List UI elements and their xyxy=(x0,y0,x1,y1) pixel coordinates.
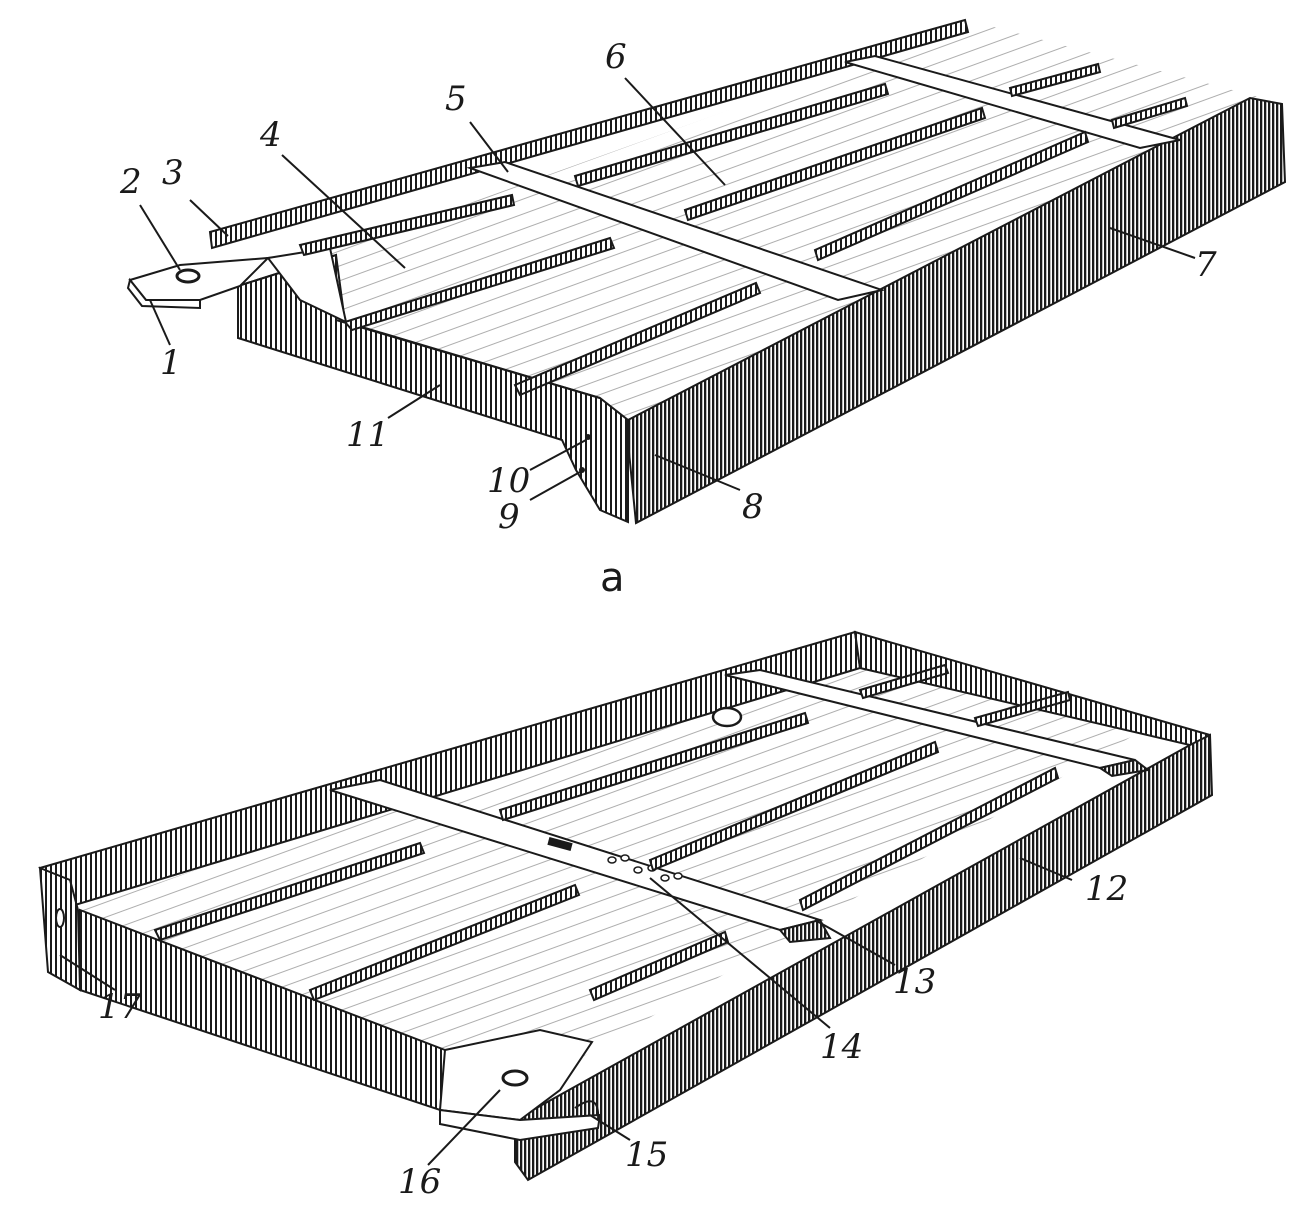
leader-8 xyxy=(654,454,741,491)
frame-b-end-slot xyxy=(55,908,65,928)
callout-10: 10 xyxy=(487,461,531,501)
callout-14: 14 xyxy=(820,1027,864,1067)
leader-15 xyxy=(589,1114,631,1141)
callout-3: 3 xyxy=(162,153,184,193)
frame-b-stringer xyxy=(973,690,1072,728)
frame-b-slot-15 xyxy=(574,1100,600,1121)
frame-b-bolt-head xyxy=(711,706,743,728)
frame-a-floor xyxy=(238,22,1270,420)
frame-b-stringer xyxy=(153,841,426,942)
leader-3 xyxy=(189,199,229,237)
frame-b-front-wall xyxy=(514,733,1214,1182)
frame-b-stringer xyxy=(498,711,810,822)
frame-b-lower-plate xyxy=(439,1108,602,1142)
leader-9 xyxy=(529,471,581,501)
frame-b-stringer xyxy=(308,883,581,1002)
callout-6: 6 xyxy=(605,37,627,77)
leader-4 xyxy=(281,154,406,269)
frame-a-stringer xyxy=(298,193,516,257)
frame-b-plate-mark xyxy=(547,837,573,851)
callout-11: 11 xyxy=(346,415,390,455)
leader-12 xyxy=(1019,857,1073,881)
leader-17 xyxy=(59,954,116,991)
frame-a-cross-member-2 xyxy=(844,54,1181,150)
callout-15: 15 xyxy=(625,1135,669,1175)
frame-a-stringer xyxy=(683,106,987,222)
frame-a-eye-hole xyxy=(175,268,201,284)
leader-1 xyxy=(149,299,171,346)
panel-a-label: a xyxy=(600,555,625,601)
callout-9: 9 xyxy=(498,497,520,537)
frame-b-gusset xyxy=(778,918,832,944)
frame-a xyxy=(126,18,1287,525)
frame-a-hole xyxy=(585,434,591,440)
callout-17: 17 xyxy=(98,987,142,1027)
leader-16 xyxy=(427,1089,501,1166)
callout-1: 1 xyxy=(160,343,182,383)
leader-13 xyxy=(814,919,896,966)
callout-4: 4 xyxy=(260,115,282,155)
frame-b-eye-hole xyxy=(501,1069,529,1087)
frame-b-gusset-right xyxy=(1097,758,1151,778)
callout-12: 12 xyxy=(1085,869,1129,909)
frame-a-hole xyxy=(579,467,585,473)
frame-b-stringer xyxy=(798,766,1060,912)
callout-7: 7 xyxy=(1195,245,1217,285)
frame-b-stringer xyxy=(858,663,950,700)
frame-a-stringer xyxy=(513,281,762,397)
callout-2: 2 xyxy=(120,162,142,202)
leader-6 xyxy=(624,77,726,186)
callout-13: 13 xyxy=(893,962,937,1002)
frame-a-stringer xyxy=(573,82,890,188)
frame-b xyxy=(38,630,1214,1182)
callout-5: 5 xyxy=(445,79,467,119)
leader-14 xyxy=(649,877,831,1029)
frame-a-stringer xyxy=(813,130,1090,262)
frame-b-stringer xyxy=(648,740,940,872)
leader-5 xyxy=(469,121,509,173)
callout-8: 8 xyxy=(742,487,764,527)
frame-a-eye-plate-edge xyxy=(126,277,201,310)
leader-10 xyxy=(529,439,587,471)
frame-a-stringer xyxy=(1110,96,1189,130)
leader-7 xyxy=(1109,227,1196,259)
leader-2 xyxy=(139,204,181,271)
leader-11 xyxy=(387,384,441,419)
frame-a-cross-member-1 xyxy=(466,160,886,302)
callout-16: 16 xyxy=(398,1162,442,1202)
frame-a-back-rail xyxy=(208,18,970,250)
frame-a-stringer xyxy=(1008,62,1102,98)
frame-a-stringer xyxy=(343,236,616,332)
